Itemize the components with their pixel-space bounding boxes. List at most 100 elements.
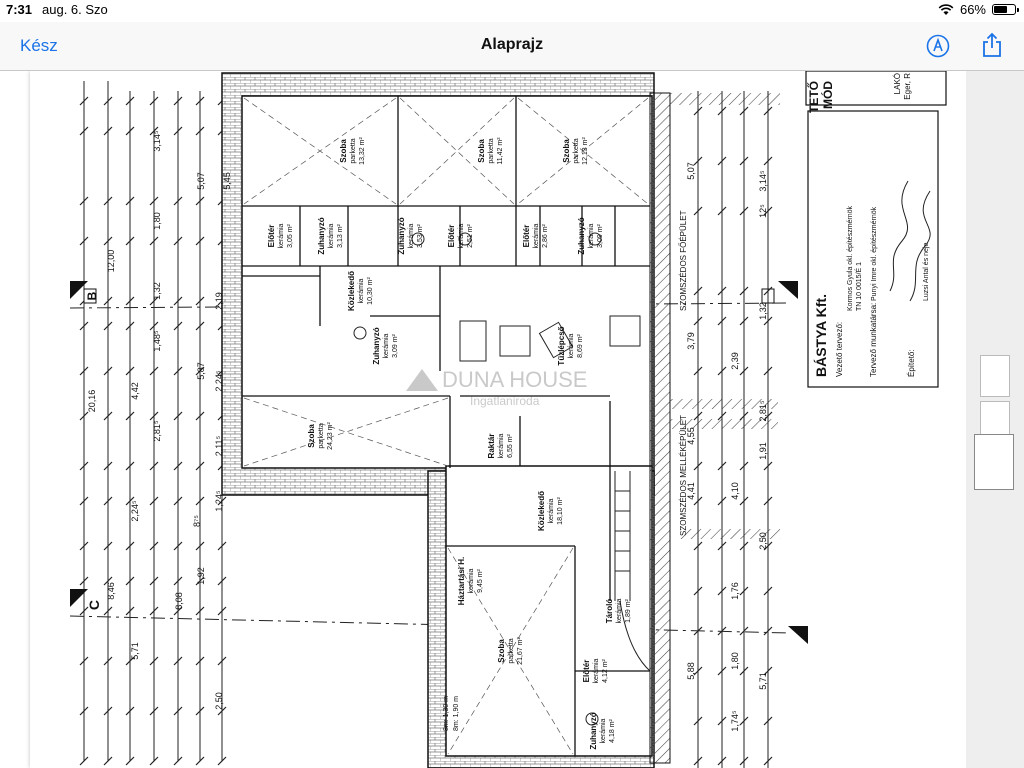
dimension-tick: [195, 461, 205, 471]
dimension-tick: [79, 656, 89, 666]
share-icon[interactable]: [981, 32, 1003, 58]
dimension-label-right: 5,71: [758, 672, 768, 690]
dimension-tick: [79, 321, 89, 331]
room-name: Szoba: [339, 139, 348, 163]
dimension-tick: [149, 96, 159, 106]
dimension-tick: [739, 206, 749, 216]
dimension-tick: [173, 196, 183, 206]
dimension-tick: [763, 716, 773, 726]
dimension-tick: [195, 706, 205, 716]
markup-pen-icon[interactable]: [926, 34, 950, 58]
thumbnail-sidebar[interactable]: [966, 71, 1024, 768]
room-floor: kerámia: [383, 333, 390, 358]
dimension-tick: [125, 656, 135, 666]
dimension-label-right: 5,07: [686, 162, 696, 180]
right-dimension-ticks: [693, 106, 773, 766]
dimension-tick: [149, 366, 159, 376]
room-area: 3,09 m²: [392, 333, 399, 357]
room-floor: kerámia: [600, 718, 607, 743]
dimension-tick: [739, 541, 749, 551]
dimension-label-left: 8,46: [106, 582, 116, 600]
room-floor: kerámia: [498, 433, 505, 458]
dimension-label-right: 3,14⁵: [758, 170, 768, 192]
dimension-tick: [717, 716, 727, 726]
dimension-tick: [173, 496, 183, 506]
dimension-tick: [125, 461, 135, 471]
done-button[interactable]: Kész: [20, 36, 58, 55]
room-floor: kerámia: [278, 223, 285, 248]
dimension-label-left: 3,14⁵: [152, 130, 162, 152]
room-floor: kerámia: [468, 568, 475, 593]
dimension-label-right: 3,79: [686, 332, 696, 350]
page-thumbnail-1[interactable]: [980, 355, 1010, 397]
dimension-tick: [717, 156, 727, 166]
builder-label: Építető:: [907, 349, 916, 377]
dimension-tick: [103, 461, 113, 471]
dimension-tick: [217, 656, 227, 666]
designer-label: Tervező munkatársa:: [869, 303, 878, 377]
room-floor: kerámia: [593, 658, 600, 683]
dimension-label-left: 5,71: [130, 642, 140, 660]
dimension-tick: [173, 606, 183, 616]
dimension-tick: [739, 496, 749, 506]
dimension-tick: [173, 656, 183, 666]
room-area: 6,55 m²: [507, 433, 514, 457]
dimension-label-left: 8⁷⁵: [192, 515, 202, 527]
building-outline: [221, 72, 780, 768]
nav-bar: Kész Alaprajz: [0, 22, 1024, 71]
dimension-label-left: 2,50: [214, 692, 224, 710]
dimension-label-left: 5,45: [222, 172, 232, 190]
room-name: Szoba: [497, 639, 506, 663]
dimension-label-left: 4,42: [130, 382, 140, 400]
dimension-label-right: 1,76: [730, 582, 740, 600]
dimension-label-left: 1,80: [152, 212, 162, 230]
dimension-tick: [149, 126, 159, 136]
dimension-tick: [763, 206, 773, 216]
room-name: Szoba: [477, 139, 486, 163]
room-floor: parketta: [488, 138, 495, 163]
dimension-tick: [739, 316, 749, 326]
dimension-tick: [217, 706, 227, 716]
dimension-tick: [763, 156, 773, 166]
dimension-tick: [149, 321, 159, 331]
dimension-tick: [739, 666, 749, 676]
dimension-tick: [149, 411, 159, 421]
dimension-tick: [149, 236, 159, 246]
dimension-tick: [103, 656, 113, 666]
page-thumbnail-3[interactable]: [974, 434, 1014, 490]
room-name: Háztartási H.: [457, 557, 466, 605]
section-marker-b-left: B: [70, 281, 99, 304]
dimension-tick: [717, 496, 727, 506]
dimension-tick: [195, 236, 205, 246]
watermark: DUNA HOUSE Ingatlaniroda: [406, 367, 587, 408]
left-dimension-ticks: [79, 96, 227, 766]
pdf-viewer[interactable]: B C: [0, 71, 1024, 768]
watermark-text: DUNA HOUSE: [442, 367, 587, 392]
note-1: 8m: 1,30 m: [443, 696, 450, 731]
dimension-tick: [103, 236, 113, 246]
neighbor-main-label: SZOMSZÉDOS FŐÉPÜLET: [679, 210, 688, 311]
room-name: Tároló: [605, 599, 614, 624]
dimension-label-right: 5,88: [686, 662, 696, 680]
battery-icon: [992, 4, 1019, 15]
dimension-tick: [739, 366, 749, 376]
room-floor: parketta: [508, 638, 515, 663]
room-name: Zuhanyzó: [577, 217, 586, 254]
dimension-tick: [103, 756, 113, 766]
dimension-tick: [217, 606, 227, 616]
dimension-tick: [79, 706, 89, 716]
floor-plan-page[interactable]: B C: [30, 71, 966, 768]
dimension-tick: [103, 541, 113, 551]
left-dimension-labels: 20,1612,008,465,714,422,24⁵5,075,873,14⁵…: [87, 130, 232, 710]
dimension-tick: [149, 296, 159, 306]
section-marker-c-left: C: [70, 589, 102, 610]
dimension-tick: [195, 196, 205, 206]
room-area: 3,13 m²: [337, 223, 344, 247]
dimension-tick: [79, 756, 89, 766]
dimension-tick: [195, 656, 205, 666]
